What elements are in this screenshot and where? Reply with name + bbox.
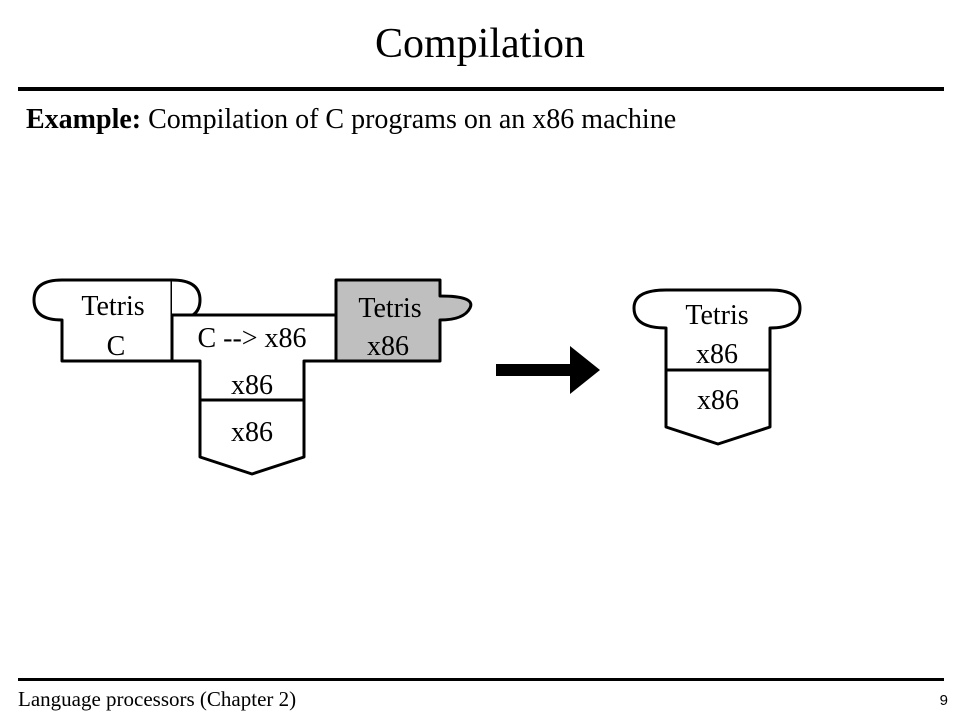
slide-subtitle: Example: Compilation of C programs on an… xyxy=(26,102,676,138)
compiler-machine-outline xyxy=(198,398,306,476)
object-program-shape: Tetris x86 xyxy=(334,278,473,363)
compiler-t-shape: C --> x86 x86 xyxy=(170,313,338,402)
source-program-outline xyxy=(32,278,174,363)
result-program-name: Tetris xyxy=(685,300,748,331)
result-machine-outline xyxy=(664,368,772,446)
arrow-shaft xyxy=(496,364,574,376)
compiler-implementation: x86 xyxy=(231,370,273,401)
title-divider xyxy=(18,87,944,91)
result-program-language: x86 xyxy=(696,339,738,370)
object-program-name: Tetris xyxy=(358,293,421,324)
source-program-shape: Tetris C xyxy=(32,278,202,363)
footer-course: Language processors (Chapter 2) xyxy=(18,687,297,711)
compiler-machine-label: x86 xyxy=(231,417,273,448)
source-program-name: Tetris xyxy=(81,291,144,322)
result-program-shape: Tetris x86 xyxy=(632,288,802,372)
arrow-head xyxy=(570,346,600,394)
compiler-label: C --> x86 xyxy=(197,323,306,354)
object-program-outline xyxy=(334,278,473,363)
source-program-language: C xyxy=(107,331,126,362)
object-program-language: x86 xyxy=(367,331,409,362)
result-machine-label: x86 xyxy=(697,385,739,416)
page-number: 9 xyxy=(939,692,948,709)
compiler-machine-shape: x86 xyxy=(198,398,306,476)
subtitle-bold-prefix: Example: xyxy=(26,104,142,135)
result-machine-shape: x86 xyxy=(664,368,772,446)
footer-divider xyxy=(18,678,944,681)
slide-title: Compilation xyxy=(375,21,585,67)
result-arrow xyxy=(496,346,600,394)
subtitle-text: Compilation of C programs on an x86 mach… xyxy=(148,104,677,135)
